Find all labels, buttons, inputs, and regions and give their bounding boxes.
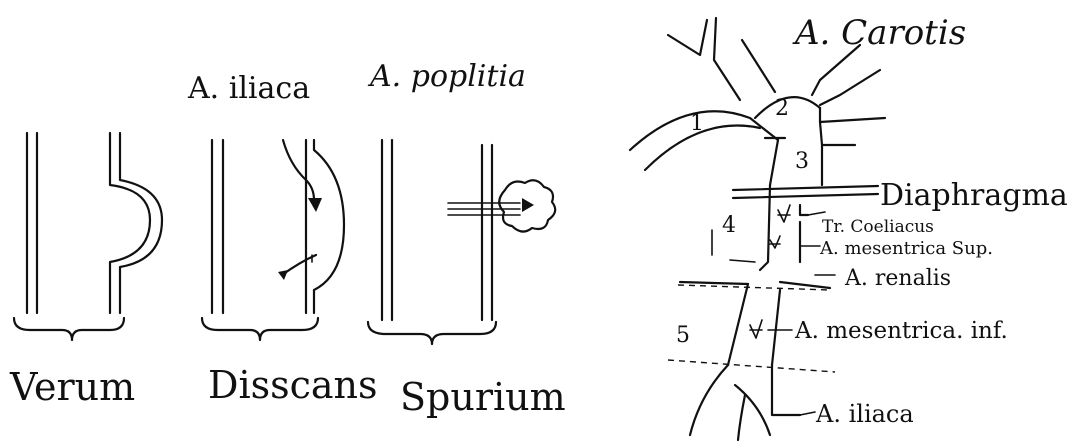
header-poplitia: A. poplitia (367, 59, 526, 94)
segment-4: 4 (722, 213, 736, 238)
segment-1: 1 (690, 111, 704, 136)
segment-5: 5 (676, 323, 690, 348)
label-mesentrica-inf: A. mesentrica. inf. (794, 318, 1008, 344)
arrow-right-icon (522, 198, 534, 212)
label-iliaca-right: A. iliaca (815, 400, 914, 428)
disscans-vessel (202, 140, 344, 340)
segment-2: 2 (775, 96, 789, 121)
arrow-left-icon (278, 270, 288, 280)
segment-3: 3 (795, 149, 809, 174)
label-coeliacus: Tr. Coeliacus (822, 217, 934, 237)
label-verum: Verum (9, 365, 135, 409)
label-diaphragma: Diaphragma (880, 178, 1068, 213)
header-iliaca: A. iliaca (187, 71, 310, 106)
arrow-down-icon (308, 198, 322, 212)
label-spurium: Spurium (400, 375, 566, 419)
label-disscans: Disscans (208, 363, 378, 407)
verum-brace (14, 318, 124, 340)
verum-vessel (14, 133, 162, 340)
spurium-vessel (368, 140, 555, 344)
disscans-brace (202, 318, 318, 340)
spurium-brace (368, 322, 496, 344)
title-carotis: A. Carotis (792, 13, 966, 53)
label-mesentrica-sup: A. mesentrica Sup. (819, 238, 993, 259)
label-renalis: A. renalis (844, 266, 951, 291)
